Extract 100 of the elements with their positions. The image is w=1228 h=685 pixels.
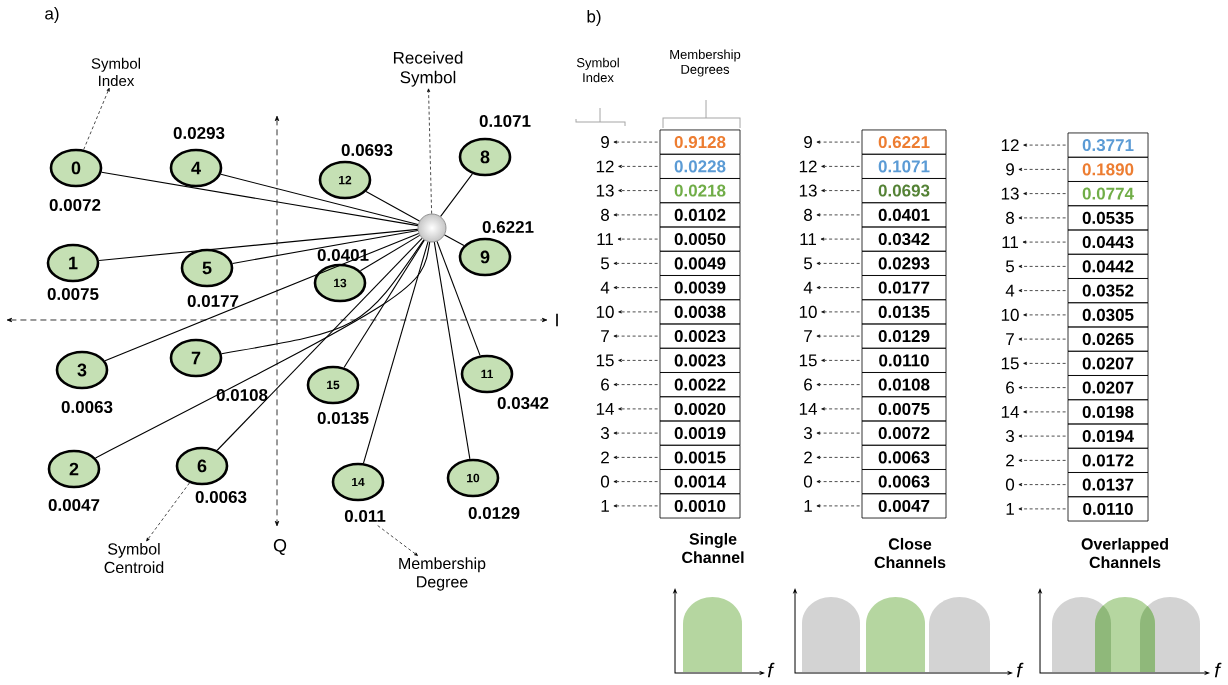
table-cell: 0.0038 <box>659 299 741 325</box>
axis-label: f <box>1016 662 1024 678</box>
table-cell: 0.0172 <box>1067 447 1149 473</box>
table-cell: 0.0198 <box>1067 399 1149 425</box>
arrow <box>1018 337 1066 341</box>
table-cell: 0.0014 <box>659 469 741 495</box>
symbol-index: 8 <box>601 208 609 221</box>
arrow <box>1018 167 1066 171</box>
arrow <box>816 383 860 387</box>
table-cell: 0.0265 <box>1067 326 1149 352</box>
table-cell: 0.0137 <box>1067 472 1149 498</box>
arrow <box>1018 216 1066 220</box>
arrow <box>1018 483 1066 487</box>
membership-value: 0.0063 <box>61 400 113 413</box>
symbol-index: 13 <box>799 184 817 197</box>
membership-value: 0.0129 <box>468 507 520 519</box>
arrow <box>613 480 658 484</box>
arrow <box>1023 410 1066 414</box>
arrow <box>821 189 860 193</box>
annotation-text: Received Symbol <box>393 51 463 87</box>
symbol-index: 12 <box>596 160 614 173</box>
arrow <box>1023 192 1066 196</box>
table-cell: 0.0110 <box>1067 496 1149 522</box>
table-cell: 0.0010 <box>659 493 741 519</box>
arrow <box>613 383 658 387</box>
symbol-index: 11 <box>1002 236 1018 248</box>
arrow <box>618 189 658 193</box>
symbol-index: 11 <box>800 233 816 245</box>
connector-line <box>359 234 421 272</box>
arrow <box>613 261 658 265</box>
table-cell: 0.0049 <box>659 250 741 276</box>
table-cell: 0.0015 <box>659 444 741 470</box>
arrow <box>1023 313 1066 317</box>
membership-value: 0.0072 <box>49 198 101 211</box>
table-cell: 0.0293 <box>861 250 947 276</box>
table-cell: 0.0228 <box>659 153 741 179</box>
table-cell: 0.3771 <box>1067 132 1149 158</box>
arrow <box>1022 240 1066 244</box>
table-cell: 0.0207 <box>1067 350 1149 376</box>
arrow <box>1018 434 1066 438</box>
symbol-index: 1 <box>804 500 812 512</box>
symbol-index: 0 <box>1005 478 1015 491</box>
arrow <box>1018 386 1066 390</box>
membership-value: 0.011 <box>344 510 386 522</box>
connector-line <box>220 173 419 225</box>
chart-title: Close Channels <box>874 537 946 569</box>
arrow <box>1018 289 1066 293</box>
table-cell: 0.0023 <box>659 323 741 349</box>
table-cell: 0.0207 <box>1067 375 1149 401</box>
membership-value: 0.0063 <box>195 490 247 504</box>
table-cell: 0.0442 <box>1067 253 1149 279</box>
membership-value: 0.0108 <box>216 389 268 401</box>
table-cell: 0.0108 <box>861 372 947 398</box>
table-cell: 0.0023 <box>659 347 741 373</box>
table-cell: 0.0443 <box>1067 229 1149 255</box>
symbol-index: 7 <box>804 330 812 342</box>
symbol-index: 7 <box>1006 333 1014 345</box>
symbol-index: 4 <box>803 281 813 294</box>
arrow <box>816 286 860 290</box>
membership-value: 0.0047 <box>48 499 100 511</box>
symbol-index: 11 <box>597 233 613 245</box>
arrow <box>613 140 658 144</box>
axis-label: I <box>556 313 558 327</box>
arrow <box>1023 361 1066 365</box>
arrow <box>1018 507 1066 511</box>
arrow <box>613 286 658 290</box>
table-cell: 0.0022 <box>659 372 741 398</box>
axis-label: f <box>767 662 775 678</box>
table-cell: 0.1890 <box>1067 156 1149 182</box>
symbol-index: 10 <box>1001 308 1019 321</box>
symbol-index: 2 <box>601 451 609 464</box>
connector-line <box>98 228 419 261</box>
arrow <box>613 431 658 435</box>
symbol-index: 15 <box>1001 357 1019 370</box>
symbol-index: 13 <box>1001 187 1019 200</box>
chart-title: Overlapped Channels <box>1081 537 1168 569</box>
table-cell: 0.0177 <box>861 275 947 301</box>
symbol-index: 15 <box>799 354 817 367</box>
arrow <box>816 431 860 435</box>
membership-value: 0.0075 <box>47 287 99 300</box>
symbol-index: 8 <box>804 208 812 221</box>
arrow <box>821 358 860 362</box>
arrow <box>613 213 658 217</box>
table-cell: 0.0129 <box>861 323 947 349</box>
symbol-index: 3 <box>803 427 812 440</box>
arrow <box>613 504 658 508</box>
symbol-index: 15 <box>596 354 614 367</box>
chart-title: Single Channel <box>682 532 744 564</box>
arrow <box>617 237 658 241</box>
annotation-text: Membership Degree <box>399 557 486 591</box>
symbol-index: 0 <box>803 475 813 488</box>
symbol-index: 10 <box>799 305 817 318</box>
arrow <box>613 334 658 338</box>
leader-line <box>146 482 190 542</box>
table-cell: 0.0050 <box>659 226 741 252</box>
table-cell: 0.0039 <box>659 275 741 301</box>
symbol-index: 4 <box>1005 284 1015 297</box>
table-cell: 0.0072 <box>861 420 947 446</box>
symbol-index: 12 <box>799 160 817 173</box>
table-cell: 0.0535 <box>1067 205 1149 231</box>
